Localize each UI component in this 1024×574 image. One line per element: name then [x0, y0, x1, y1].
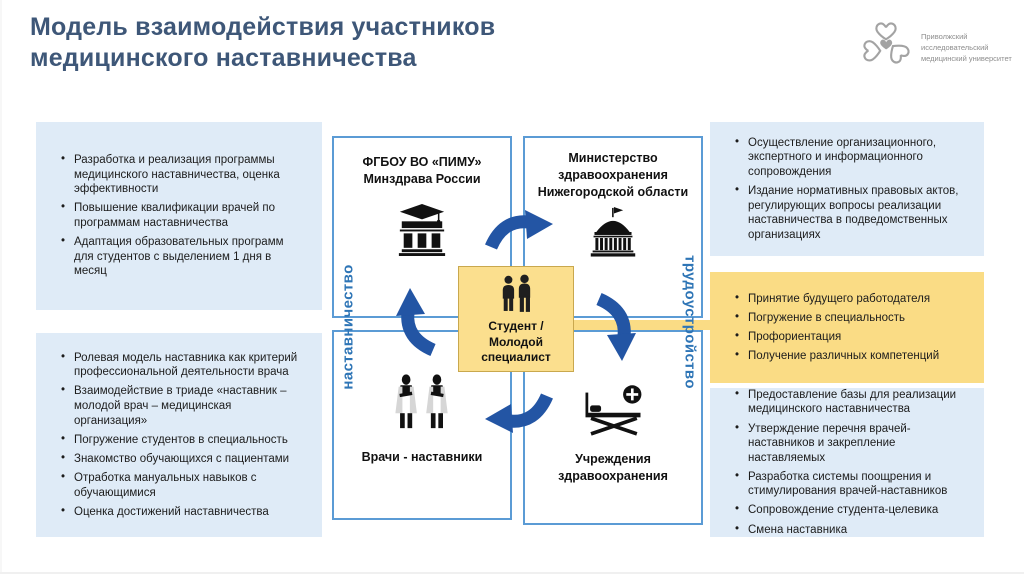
university-logo: Приволжский исследовательский медицински…	[860, 20, 1016, 77]
axis-label-employment: трудоустройство	[681, 255, 699, 389]
page-title-line2: медицинского наставничества	[30, 43, 417, 72]
list-item: Предоставление базы для реализации медиц…	[732, 387, 968, 417]
diagram-box-label: Министерство здравоохранения Нижегородск…	[537, 151, 689, 199]
list-item: Сопровождение студента-целевика	[732, 503, 968, 518]
logo-text: Приволжский исследовательский медицински…	[921, 32, 1012, 63]
panel-healthcare-functions: Предоставление базы для реализации медиц…	[710, 387, 984, 537]
hearts-logo-icon	[860, 20, 912, 77]
hospital-bed-icon	[580, 384, 646, 441]
list-item: Разработка системы поощрения и стимулиро…	[732, 469, 968, 499]
diagram-box-doctors: Врачи - наставники	[332, 330, 512, 520]
list-item: Адаптация образовательных программ для с…	[58, 234, 306, 279]
cycle-arrow-left-icon	[393, 286, 439, 358]
page-title: Модель взаимодействия участников медицин…	[30, 12, 670, 73]
list-item: Утверждение перечня врачей-наставников и…	[732, 421, 968, 466]
list-item: Осуществление организационного, экспертн…	[732, 135, 968, 180]
bullet-list: Осуществление организационного, экспертн…	[732, 131, 968, 247]
list-item: Отработка мануальных навыков с обучающим…	[58, 470, 306, 500]
list-item: Взаимодействие в триаде «наставник – мол…	[58, 383, 306, 428]
list-item: Получение различных компетенций	[732, 348, 968, 364]
list-item: Повышение квалификации врачей по програм…	[58, 200, 306, 230]
list-item: Принятие будущего работодателя	[732, 291, 968, 307]
cycle-arrow-bottom-icon	[483, 390, 555, 436]
label-line: Минздрава России	[363, 171, 481, 186]
yellow-connector-strip	[570, 320, 710, 330]
bullet-list: Ролевая модель наставника как критерий п…	[58, 346, 306, 523]
cycle-arrow-top-icon	[483, 207, 555, 253]
page-title-line1: Модель взаимодействия участников	[30, 13, 496, 41]
list-item: Разработка и реализация программы медици…	[58, 152, 306, 197]
list-item: Смена наставника	[732, 522, 968, 538]
bullet-list: Принятие будущего работодателя Погружени…	[732, 287, 968, 368]
diagram-box-label: Врачи - наставники	[361, 450, 483, 464]
bullet-list: Разработка и реализация программы медици…	[58, 149, 306, 284]
diagram-box-label: Учреждения здравоохранения	[558, 452, 668, 483]
list-item: Знакомство обучающихся с пациентами	[58, 451, 306, 467]
students-icon	[499, 274, 533, 317]
panel-mentor-functions: Ролевая модель наставника как критерий п…	[36, 333, 322, 537]
diagram-center-label: Студент / Молодой специалист	[481, 319, 551, 365]
list-item: Профориентация	[732, 329, 968, 345]
cycle-arrow-right-icon	[593, 291, 639, 363]
list-item: Издание нормативных правовых актов, регу…	[732, 183, 968, 242]
list-item: Оценка достижений наставничества	[58, 504, 306, 520]
list-item: Погружение в специальность	[732, 310, 968, 326]
bullet-list: Предоставление базы для реализации медиц…	[732, 383, 968, 541]
panel-university-functions: Разработка и реализация программы медици…	[36, 122, 322, 310]
diagram-center-student: Студент / Молодой специалист	[458, 266, 574, 372]
list-item: Погружение студентов в специальность	[58, 432, 306, 448]
panel-ministry-functions: Осуществление организационного, экспертн…	[710, 122, 984, 256]
diagram-box-label: ФГБОУ ВО «ПИМУ» Минздрава России	[338, 154, 506, 188]
doctors-icon	[393, 374, 451, 435]
government-building-icon	[583, 206, 643, 262]
panel-student-benefits: Принятие будущего работодателя Погружени…	[710, 272, 984, 383]
university-icon	[393, 203, 451, 261]
list-item: Ролевая модель наставника как критерий п…	[58, 350, 306, 380]
axis-label-mentorship: наставничество	[339, 264, 357, 390]
label-line: ФГБОУ ВО «ПИМУ»	[362, 155, 482, 169]
